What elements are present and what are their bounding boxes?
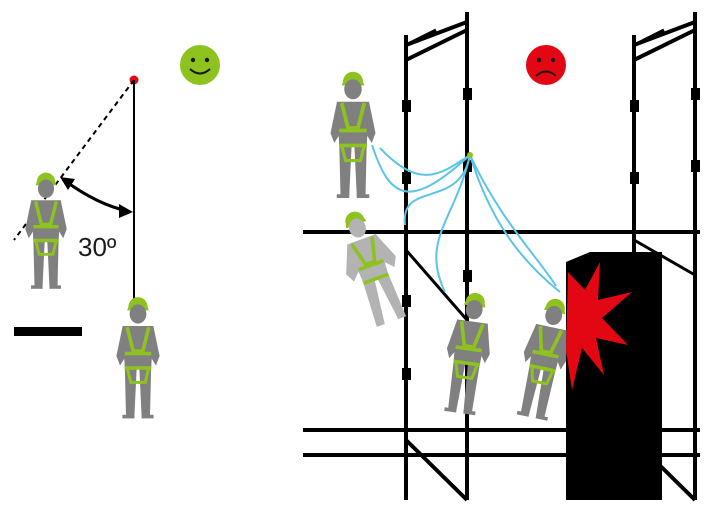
suspended-worker bbox=[114, 295, 162, 421]
happy-face-icon bbox=[180, 45, 220, 85]
lanyards bbox=[371, 144, 561, 293]
work-platform bbox=[14, 327, 82, 336]
lanyard-anchor bbox=[467, 152, 473, 158]
falling-worker-faded bbox=[325, 201, 419, 333]
worker-on-scaffold bbox=[328, 69, 378, 200]
swinging-worker-1 bbox=[436, 288, 500, 418]
incorrect-setup-panel bbox=[303, 12, 700, 502]
worker-on-platform bbox=[23, 170, 69, 291]
correct-setup-panel: 30º bbox=[13, 45, 220, 421]
angle-label: 30º bbox=[78, 232, 117, 262]
sad-face-icon bbox=[526, 45, 566, 85]
angle-arc bbox=[60, 177, 133, 218]
impact-burst-icon bbox=[566, 262, 632, 390]
